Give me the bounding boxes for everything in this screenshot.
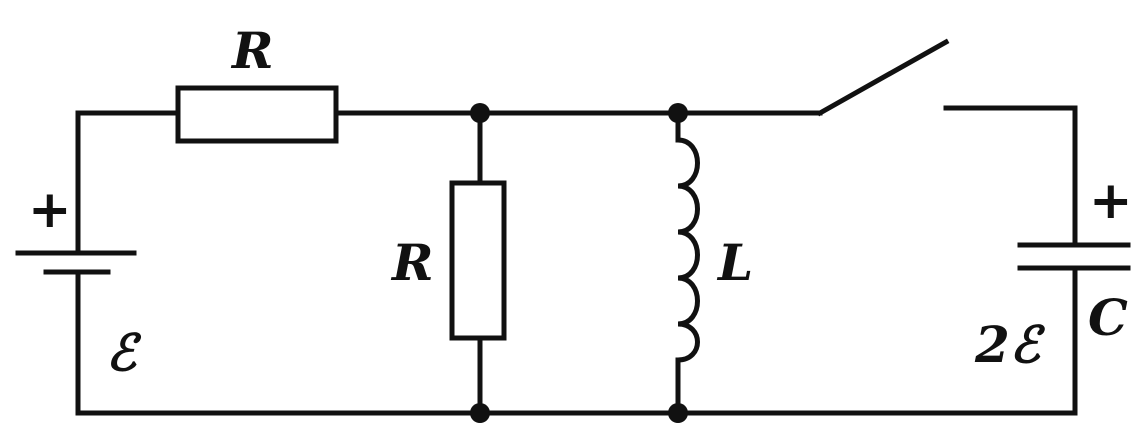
inductor-label: L — [716, 233, 753, 292]
junction-top-right — [668, 103, 688, 123]
shunt-resistor-label: R — [390, 233, 434, 292]
switch-blade[interactable] — [816, 38, 950, 117]
capacitor-plus-sign: + — [1089, 171, 1133, 231]
junction-bottom-right — [668, 403, 688, 423]
battery-emf-label: ℰ — [106, 323, 142, 382]
series-resistor — [175, 85, 339, 144]
series-resistor-label: R — [230, 21, 274, 80]
junction-top-left — [470, 103, 490, 123]
inductor-coil — [675, 137, 700, 363]
capacitor-label: C — [1088, 288, 1128, 347]
shunt-resistor — [449, 180, 507, 341]
junction-bottom-left — [470, 403, 490, 423]
capacitor-voltage-label: 2ℰ — [974, 315, 1046, 374]
battery-plus-sign: + — [28, 180, 72, 240]
